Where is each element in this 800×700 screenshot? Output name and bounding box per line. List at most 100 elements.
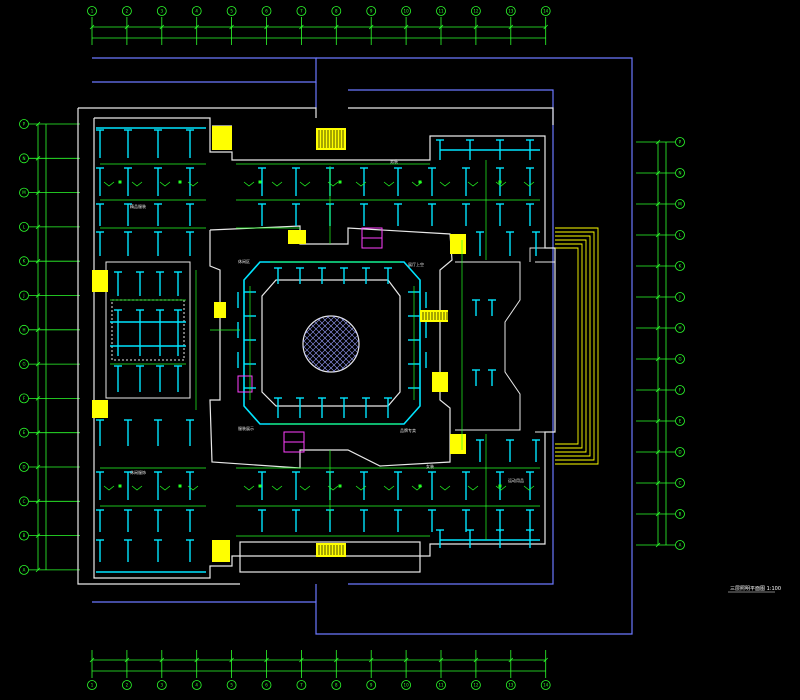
axis-bubble — [675, 292, 685, 302]
axis-bubble — [156, 6, 167, 16]
room-labels: 精品服装 休闲区 展厅上空 服装展示 品牌专卖 休闲服饰 运动用品 男装 女装 — [130, 158, 524, 483]
axis-bubble — [19, 153, 29, 164]
axis-label: M — [22, 190, 26, 195]
axis-bubble — [675, 261, 685, 271]
axis-label: K — [23, 259, 26, 264]
axis-label: A — [23, 567, 26, 572]
axis-label: 3 — [161, 683, 164, 688]
axis-bubble — [675, 168, 685, 178]
axis-bubble — [331, 680, 342, 690]
east-entrance — [455, 261, 556, 433]
axis-bubble — [675, 447, 685, 457]
room-label: 精品服装 — [130, 203, 146, 209]
axis-label: 4 — [195, 683, 198, 688]
axis-label: 12 — [473, 9, 479, 14]
axis-label: 8 — [335, 9, 338, 14]
axis-bubble — [505, 680, 516, 690]
axis-label: 14 — [543, 9, 549, 14]
axis-label: H — [678, 326, 681, 331]
axis-bubble — [540, 680, 551, 690]
axis-bubble — [226, 680, 237, 690]
axis-label: 5 — [230, 683, 233, 688]
axis-label: 11 — [438, 9, 444, 14]
axis-bubble — [19, 427, 29, 438]
stair-hatch — [318, 130, 448, 555]
room-label: 品牌专卖 — [400, 427, 416, 433]
axis-bubble — [675, 540, 685, 550]
axis-bubble — [19, 290, 29, 301]
axis-label: P — [679, 140, 682, 145]
site-boundary — [92, 57, 633, 635]
axis-bubble — [19, 221, 29, 232]
axis-label: B — [679, 512, 682, 517]
lighting-circuits — [100, 160, 540, 540]
axis-bubble — [19, 462, 29, 472]
axis-label: J — [22, 293, 24, 298]
axis-label: 4 — [195, 9, 198, 14]
axis-label: L — [679, 233, 682, 238]
axis-bubble — [122, 680, 132, 690]
axis-label: G — [22, 362, 25, 367]
room-label: 运动用品 — [508, 477, 524, 483]
axis-bubble — [675, 199, 685, 209]
axis-bubble — [19, 119, 29, 129]
axis-label: 5 — [230, 9, 233, 14]
axis-label: 6 — [265, 9, 268, 14]
axis-bubble — [296, 6, 307, 16]
axis-label: L — [23, 224, 26, 229]
axis-bubble — [331, 6, 342, 16]
axis-bubble — [675, 385, 685, 395]
axis-label: 14 — [543, 683, 549, 688]
axis-label: 11 — [438, 683, 444, 688]
drawing-caption: 三层照明平面图 1:100 — [730, 586, 781, 592]
axis-bubble — [401, 680, 412, 690]
axis-bubble — [19, 565, 29, 575]
axis-label: 13 — [508, 9, 514, 14]
lighting-fixtures — [96, 127, 540, 573]
axis-bubble — [505, 6, 516, 16]
axis-bubble — [366, 680, 377, 690]
axis-label: D — [678, 450, 681, 455]
axis-label: 9 — [370, 683, 373, 688]
axis-bubble — [436, 680, 446, 690]
axis-bubble — [19, 359, 29, 370]
axis-bubble — [156, 680, 167, 690]
axis-bubble — [675, 509, 685, 519]
axis-bubble — [19, 393, 29, 404]
axis-label: J — [678, 295, 680, 300]
axis-label: E — [679, 419, 682, 424]
axis-bubble — [261, 680, 272, 690]
axis-bubble — [675, 230, 685, 240]
axis-bubble — [87, 680, 97, 690]
axis-label: F — [23, 396, 26, 401]
axis-bubble — [19, 530, 29, 541]
axis-bubble — [675, 416, 685, 426]
entrance-terrace-steps — [529, 227, 599, 465]
axis-label: D — [22, 465, 25, 470]
axis-label: B — [23, 533, 26, 538]
axis-bubble — [470, 680, 481, 690]
axis-label: C — [679, 481, 682, 486]
axis-bubble — [436, 6, 446, 16]
axis-bubble — [19, 496, 29, 507]
axis-bubble — [296, 680, 307, 690]
axis-bubble — [226, 6, 237, 16]
room-label: 休闲区 — [238, 258, 250, 264]
axis-label: C — [23, 499, 26, 504]
axis-label: 10 — [404, 9, 410, 14]
room-label: 展厅上空 — [408, 261, 424, 267]
axis-label: 12 — [473, 683, 479, 688]
axis-label: 6 — [265, 683, 268, 688]
axis-bubble — [261, 6, 272, 16]
axis-label: G — [678, 357, 681, 362]
axis-label: 1 — [91, 9, 94, 14]
axis-label: N — [679, 171, 682, 176]
axis-bubble — [87, 6, 97, 16]
axis-label: 9 — [370, 9, 373, 14]
axis-label: A — [679, 543, 682, 548]
axis-bubble — [366, 6, 377, 16]
axis-label: P — [23, 122, 26, 127]
